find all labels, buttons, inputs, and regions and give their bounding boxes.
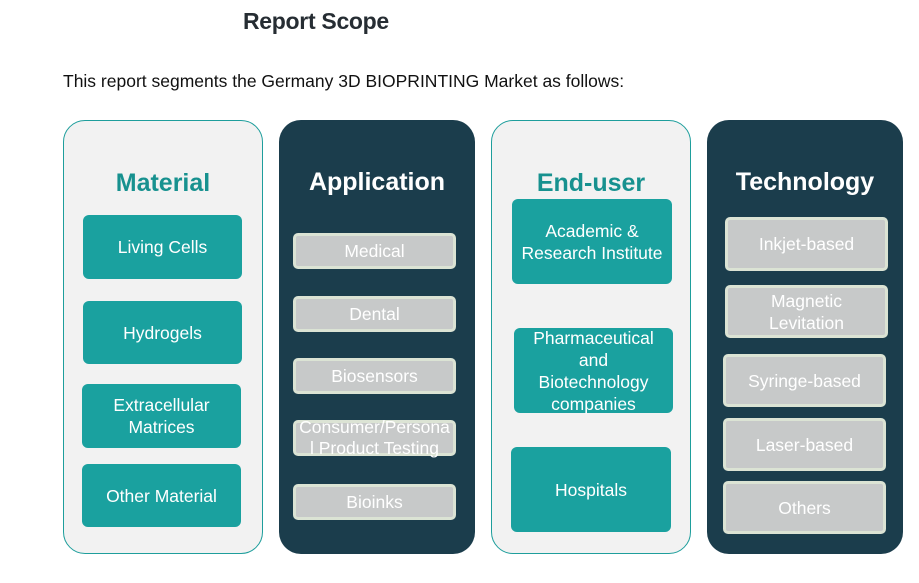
segment-item: Biosensors xyxy=(293,358,456,394)
segment-item: Hydrogels xyxy=(83,301,242,364)
segment-item: Living Cells xyxy=(83,215,242,279)
segment-technology-panel: Technology Inkjet-based Magnetic Levitat… xyxy=(707,120,903,554)
segment-heading: Technology xyxy=(735,168,875,196)
segment-item: Laser-based xyxy=(723,418,886,471)
segment-item: Inkjet-based xyxy=(725,217,888,271)
segment-item: Bioinks xyxy=(293,484,456,520)
segment-item: Other Material xyxy=(82,464,241,527)
segment-item: Hospitals xyxy=(511,447,671,532)
segment-item: Others xyxy=(723,481,886,534)
segment-end-user-panel: End-user Academic & Research Institute P… xyxy=(491,120,691,554)
segment-item: Pharmaceutical and Biotechnology compani… xyxy=(514,328,673,414)
segment-heading: Material xyxy=(115,169,211,197)
page-title: Report Scope xyxy=(243,8,389,34)
segment-item: Dental xyxy=(293,296,456,332)
segment-item: Extracellular Matrices xyxy=(82,384,241,448)
segment-application-panel: Application Medical Dental Biosensors Co… xyxy=(279,120,475,554)
segment-item: Academic & Research Institute xyxy=(512,199,672,284)
segment-material-panel: Material Living Cells Hydrogels Extracel… xyxy=(63,120,263,554)
segment-item: Consumer/Personal Product Testing xyxy=(293,417,456,458)
segment-heading: End-user xyxy=(536,169,646,197)
segment-item: Medical xyxy=(293,233,456,269)
segment-heading: Application xyxy=(308,168,446,196)
segment-item: Magnetic Levitation xyxy=(725,285,888,338)
intro-text: This report segments the Germany 3D BIOP… xyxy=(63,71,625,91)
segment-item: Syringe-based xyxy=(723,354,886,407)
